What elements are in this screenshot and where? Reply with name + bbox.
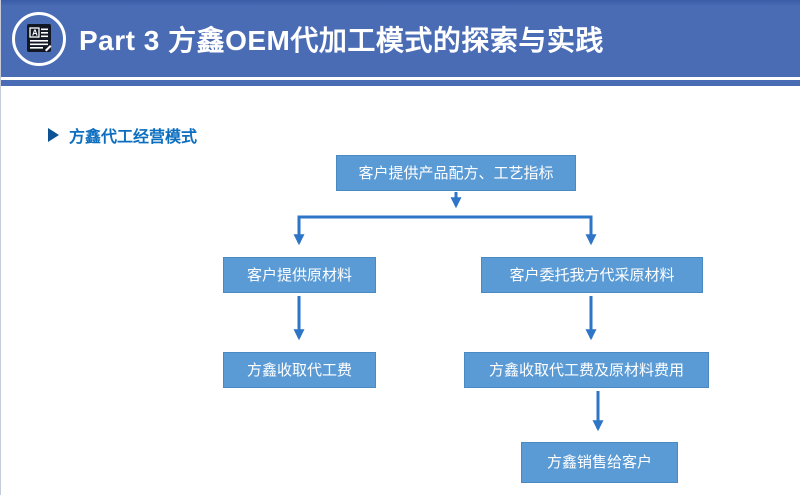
page-title: Part 3 方鑫OEM代加工模式的探索与实践 bbox=[79, 24, 604, 56]
flow-node-sell-to-customer: 方鑫销售给客户 bbox=[521, 442, 678, 483]
document-icon: A bbox=[27, 23, 52, 52]
section-heading: 方鑫代工经营模式 bbox=[48, 123, 197, 147]
triangle-right-icon bbox=[48, 128, 59, 142]
svg-text:A: A bbox=[32, 28, 38, 37]
flow-node-recipe: 客户提供产品配方、工艺指标 bbox=[336, 155, 576, 191]
slide-header: A Part 3 方鑫OEM代加工模式的探索与实践 bbox=[1, 0, 800, 77]
flow-node-fee-and-materials: 方鑫收取代工费及原材料费用 bbox=[464, 352, 709, 388]
flow-node-entrust-purchase: 客户委托我方代采原材料 bbox=[481, 257, 703, 293]
header-separator-blue bbox=[1, 80, 800, 86]
section-label: 方鑫代工经营模式 bbox=[69, 129, 198, 146]
header-separator-white bbox=[1, 77, 800, 80]
document-badge-icon: A bbox=[12, 11, 66, 66]
flow-node-customer-materials: 客户提供原材料 bbox=[223, 257, 376, 293]
flow-node-fee-only: 方鑫收取代工费 bbox=[223, 352, 376, 388]
